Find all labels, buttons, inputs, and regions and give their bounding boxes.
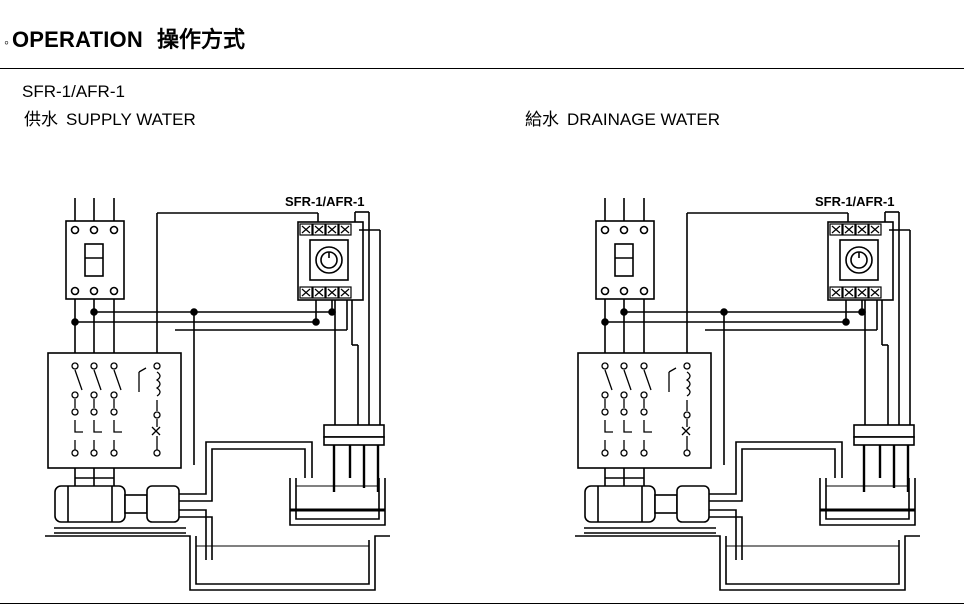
panel-title-supply: 供水 SUPPLY WATER — [24, 105, 196, 130]
panel-title-drainage: 給水 DRAINAGE WATER — [525, 105, 720, 130]
section-title-zh: 操作方式 — [156, 28, 245, 53]
device-label: SFR-1/AFR-1 — [815, 194, 894, 209]
panel-title-en: SUPPLY WATER — [66, 110, 196, 129]
section-title-en: OPERATION — [11, 27, 143, 52]
top-divider — [0, 68, 964, 69]
panel-title-zh: 給水 — [525, 110, 559, 130]
bottom-divider — [0, 603, 964, 604]
panel-title-zh: 供水 — [24, 110, 58, 130]
section-header: ◦ OPERATION 操作方式 — [4, 22, 245, 58]
bullet-mark: ◦ — [4, 34, 9, 50]
wiring-diagram-supply: SFR-1/AFR-1 — [45, 194, 390, 591]
wiring-diagram-drainage: SFR-1/AFR-1 — [573, 194, 922, 592]
device-label: SFR-1/AFR-1 — [285, 194, 364, 209]
panel-title-en: DRAINAGE WATER — [567, 110, 721, 129]
model-label: SFR-1/AFR-1 — [22, 82, 125, 101]
